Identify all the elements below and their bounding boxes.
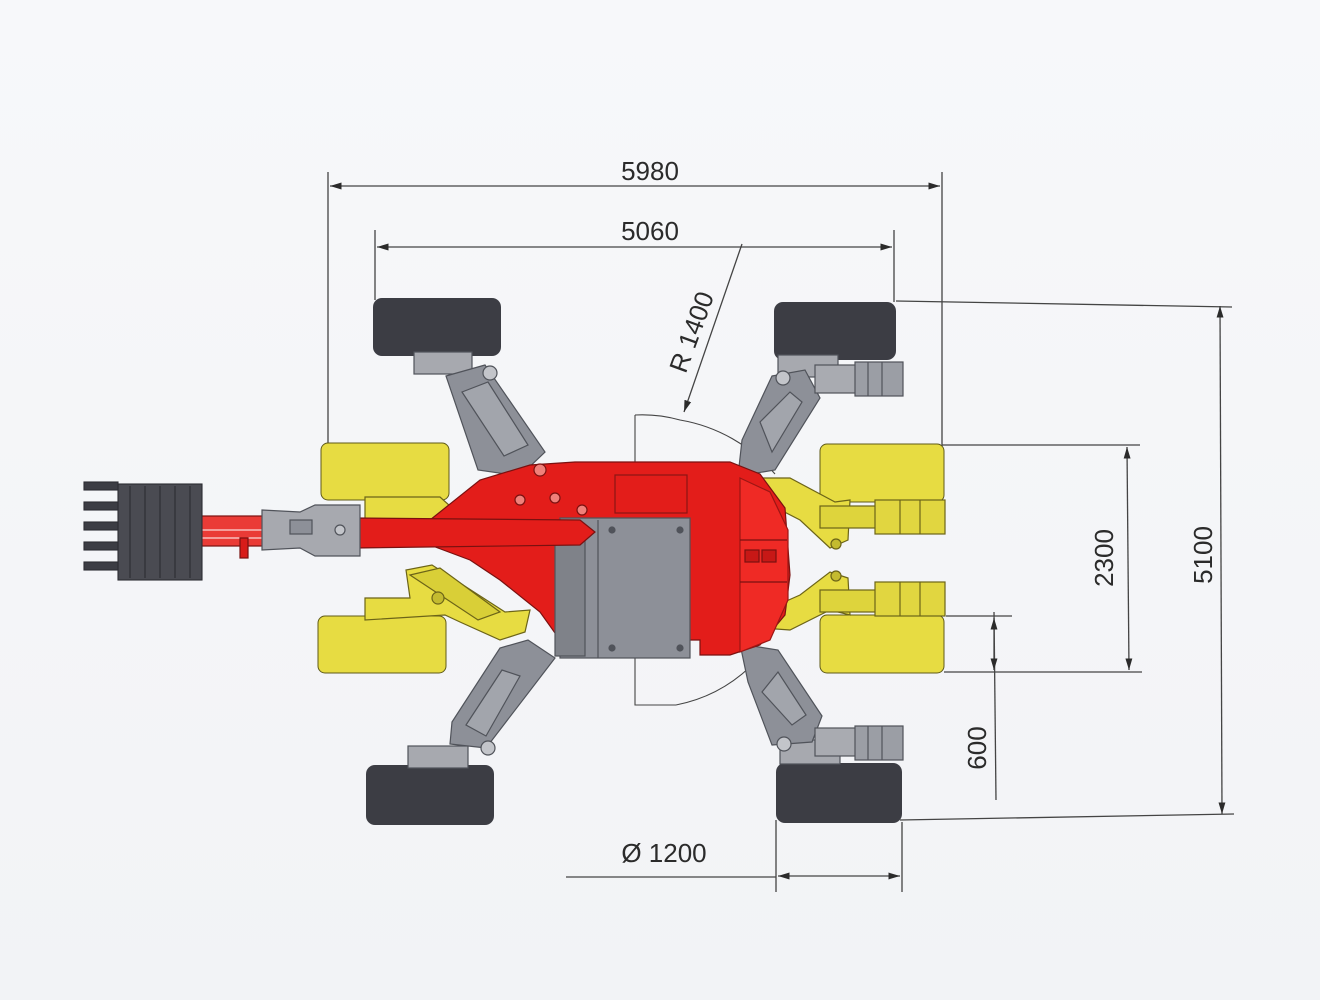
wheels (366, 298, 902, 825)
dim-leg-offset: 600 (962, 726, 992, 769)
yellow-legs (364, 477, 946, 641)
pad-upper-right (819, 443, 945, 503)
pad-lower-left (317, 615, 447, 674)
wheel-bottom-left (366, 765, 494, 825)
bucket-tooth-3 (83, 521, 119, 531)
wheel-top-right (774, 302, 896, 360)
dim-line-5100 (1216, 305, 1226, 815)
gray-legs (407, 351, 904, 769)
bucket-tooth-4 (83, 541, 119, 551)
wheel-top-left (373, 298, 501, 356)
dim-wheel-diameter: Ø 1200 (621, 838, 706, 868)
boom-gray (261, 504, 361, 557)
dim-line-r1400 (683, 243, 743, 413)
dimension-lines (327, 172, 1235, 892)
wheel-bottom-right (776, 763, 902, 823)
pad-lower-right (819, 614, 945, 674)
dim-overall-width: 5980 (621, 156, 679, 186)
bucket (83, 481, 203, 581)
bucket-tooth-2 (83, 501, 119, 511)
boom-arm (194, 515, 596, 559)
bucket-tooth-1 (83, 481, 119, 491)
stabilizer-pads (317, 442, 945, 674)
dim-track-width: 5060 (621, 216, 679, 246)
dim-line-2300 (1123, 446, 1133, 671)
bucket-tooth-5 (83, 561, 119, 571)
dim-inner-height: 2300 (1089, 529, 1119, 587)
pad-upper-left (320, 442, 450, 501)
dim-overall-height: 5100 (1188, 526, 1218, 584)
